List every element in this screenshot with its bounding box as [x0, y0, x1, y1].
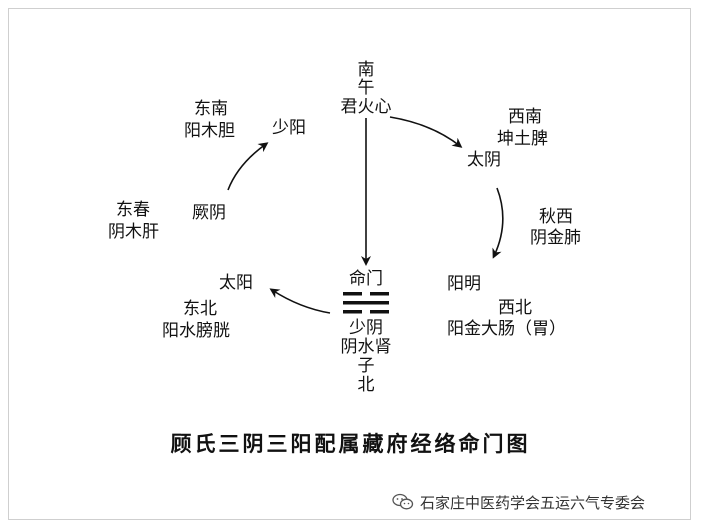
- wechat-icon: [392, 493, 414, 510]
- northeast-organ: 阳水膀胱: [162, 321, 230, 341]
- southeast-direction: 东南: [194, 99, 228, 119]
- watermark-text: 石家庄中医药学会五运六气专委会: [420, 493, 646, 512]
- west-direction: 秋西: [539, 207, 573, 227]
- east-direction: 东春: [116, 200, 150, 220]
- south-organ: 君火心: [340, 97, 392, 117]
- east-meridian: 厥阴: [192, 203, 226, 223]
- southwest-meridian: 太阴: [467, 150, 501, 170]
- southeast-organ: 阳木胆: [184, 121, 235, 141]
- north-branch: 子: [357, 356, 375, 376]
- arrow-south-to-southwest: [389, 116, 463, 148]
- northwest-organ: 阳金大肠（胃）: [447, 319, 566, 339]
- arrow-east-to-southeast: [227, 142, 269, 191]
- northwest-meridian: 阳明: [447, 274, 481, 294]
- arrow-southwest-to-west: [492, 187, 504, 259]
- southwest-organ: 坤土脾: [497, 129, 548, 149]
- kan-trigram-icon: [343, 292, 389, 314]
- arrow-north-to-northeast: [269, 288, 331, 314]
- northwest-direction: 西北: [498, 298, 532, 318]
- watermark: 石家庄中医药学会五运六气专委会: [392, 490, 692, 514]
- diagram-title: 顾氏三阴三阳配属藏府经络命门图: [170, 432, 531, 456]
- north-direction: 北: [357, 375, 375, 395]
- northeast-direction: 东北: [183, 299, 217, 319]
- north-organ: 阴水肾: [340, 337, 392, 357]
- southeast-meridian: 少阳: [272, 118, 306, 138]
- south-branch: 午: [357, 78, 375, 98]
- east-organ: 阴木肝: [108, 222, 159, 242]
- north-meridian: 少阴: [349, 318, 383, 338]
- south-direction: 南: [357, 60, 375, 80]
- west-organ: 阴金肺: [530, 228, 581, 248]
- northeast-meridian: 太阳: [219, 273, 253, 293]
- diagram-frame: [8, 8, 691, 520]
- southwest-direction: 西南: [508, 107, 542, 127]
- north-gate: 命门: [349, 269, 383, 289]
